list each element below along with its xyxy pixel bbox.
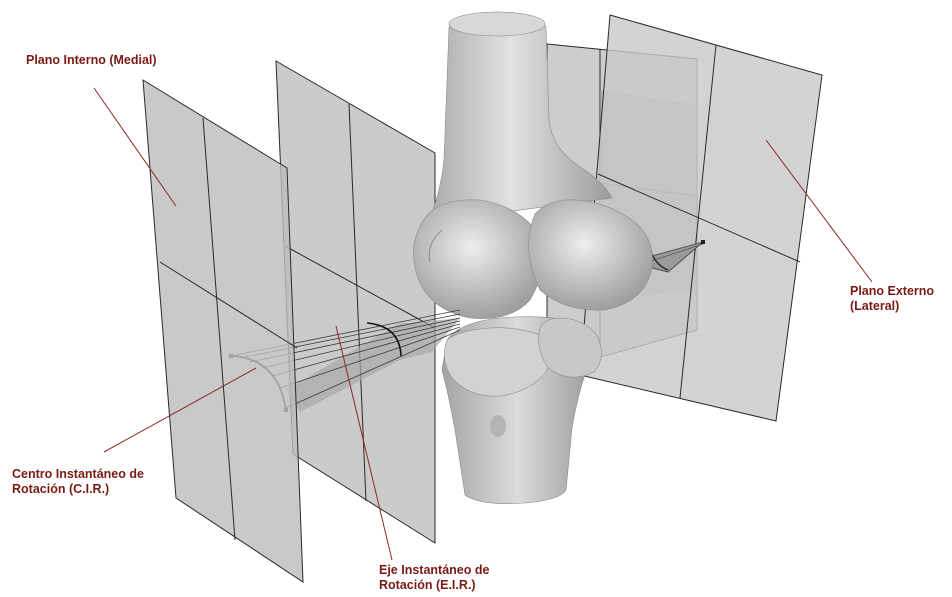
eir-label-line1: Eje Instantáneo de [379,563,489,578]
eir-label-line2: Rotación (E.I.R.) [379,578,489,593]
cir-label-line1: Centro Instantáneo de [12,467,144,482]
cir-label: Centro Instantáneo de Rotación (C.I.R.) [12,467,144,497]
medial-plane-label: Plano Interno (Medial) [26,53,157,68]
medial-plane-middle [276,61,435,543]
medial-plane-label-text: Plano Interno (Medial) [26,53,157,68]
tibia-bone [442,317,602,504]
lateral-plane-label: Plano Externo (Lateral) [850,284,934,314]
lateral-plane-label-line2: (Lateral) [850,299,934,314]
lateral-plane-label-line1: Plano Externo [850,284,934,299]
cir-label-line2: Rotación (C.I.R.) [12,482,144,497]
eir-label: Eje Instantáneo de Rotación (E.I.R.) [379,563,489,593]
medial-plane-front [143,80,303,582]
